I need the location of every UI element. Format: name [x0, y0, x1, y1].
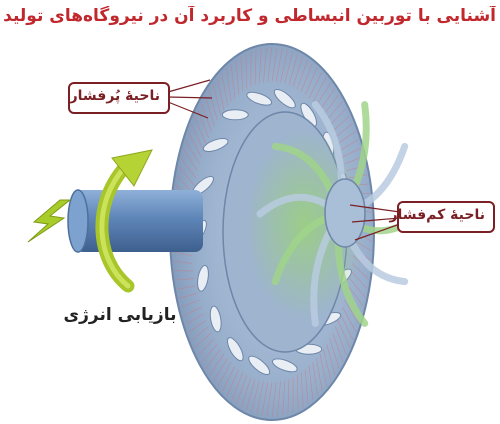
- stator-slot: [271, 358, 298, 373]
- stator-slot: [273, 89, 296, 109]
- stator-slot: [197, 264, 209, 292]
- leader-lines: [167, 79, 401, 241]
- hub-cap: [324, 178, 366, 248]
- low-pressure-callout: ناحیهٔ کم‌فشار: [389, 201, 495, 233]
- lightning-icon: [27, 199, 72, 243]
- stator-slot: [202, 138, 229, 152]
- energy-recovery-label: بازیابی انرژی: [63, 305, 177, 325]
- stator-slot: [248, 355, 271, 375]
- high-pressure-callout: ناحیهٔ پُرفشار: [68, 82, 170, 114]
- page-title: آشنایی با توربین انبساطی و کاربرد آن در …: [4, 6, 496, 26]
- shaft-end: [67, 189, 89, 253]
- stator-slot: [209, 305, 222, 333]
- stator-slot: [246, 91, 273, 106]
- rotation-arrow-icon: [95, 149, 153, 293]
- stator-slot: [221, 109, 249, 121]
- shaft: [75, 190, 203, 252]
- stator-slot: [226, 337, 244, 362]
